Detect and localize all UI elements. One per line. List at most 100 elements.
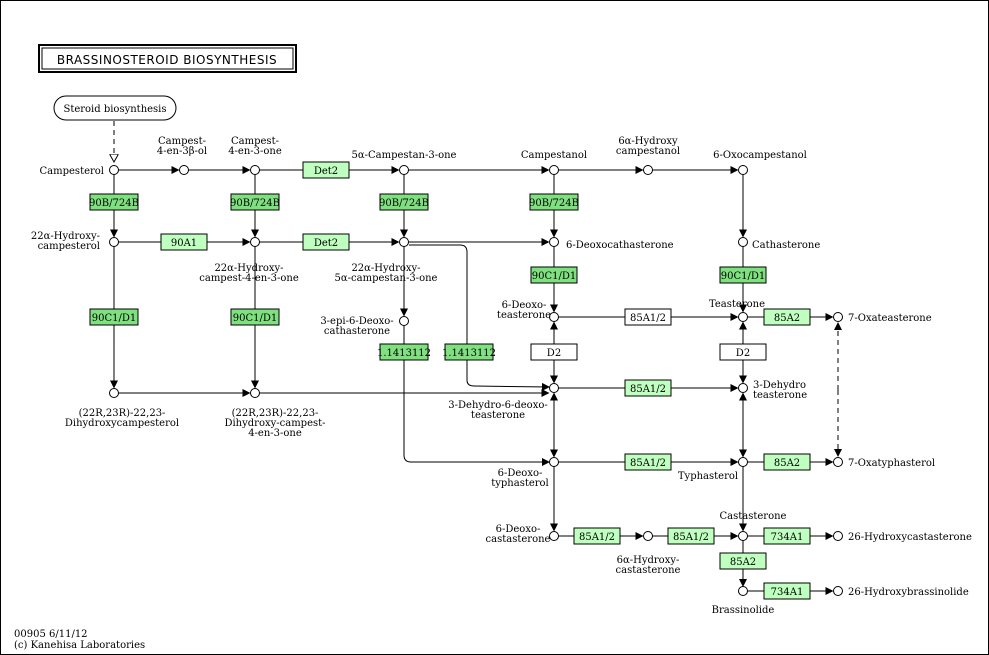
compound-node-campest-4-en-3-one[interactable] [250, 165, 260, 175]
compound-node-22a-hydroxy-5a-campestan-3-one[interactable] [399, 237, 409, 247]
compound-label-line: Cathasterone [752, 240, 820, 251]
compound-node-3-epi-6-deoxocathasterone[interactable] [399, 316, 409, 326]
compound-label-22a-hydroxy-5a-campestan-3-one[interactable]: 22α-Hydroxy-5α-campestan-3-one [335, 263, 438, 284]
compound-node-22r23r-dihydroxy-campest-4-en-3-one[interactable] [250, 388, 260, 398]
enzyme-e21[interactable]: 85A1/2 [573, 527, 621, 545]
compound-label-cathasterone[interactable]: Cathasterone [752, 240, 820, 251]
compound-node-6-oxocampestanol[interactable] [738, 165, 748, 175]
enzyme-e4[interactable]: 90B/724B [379, 193, 429, 211]
compound-node-7-oxatyphasterol[interactable] [833, 457, 843, 467]
compound-node-campest-4-en-3b-ol[interactable] [179, 165, 189, 175]
compound-label-6-deoxocathasterone[interactable]: 6-Deoxocathasterone [566, 240, 674, 251]
compound-node-typhasterol[interactable] [738, 457, 748, 467]
enzyme-e13[interactable]: 1.1413112 [442, 343, 496, 361]
compound-label-22r23r-dihydroxy-campest-4-en-3-one[interactable]: (22R,23R)-22,23-Dihydroxy-campest-4-en-3… [224, 408, 325, 439]
compound-node-6-deoxoteasterone[interactable] [549, 312, 559, 322]
compound-node-5a-campestan-3-one[interactable] [399, 165, 409, 175]
compound-node-7-oxateasterone[interactable] [833, 312, 843, 322]
compound-label-26-hydroxycastasterone[interactable]: 26-Hydroxycastasterone [848, 532, 972, 543]
enzyme-e20[interactable]: 85A2 [763, 453, 811, 471]
enzyme-e14[interactable]: 85A1/2 [624, 308, 672, 326]
compound-node-22a-hydroxycampesterol[interactable] [109, 237, 119, 247]
compound-label-campest-4-en-3-one[interactable]: Campest-4-en-3-one [228, 136, 282, 157]
compound-label-campesterol[interactable]: Campesterol [40, 166, 104, 177]
enzyme-box [624, 308, 672, 326]
compound-label-6-deoxotyphasterol[interactable]: 6-Deoxo-typhasterol [491, 468, 549, 489]
enzyme-e6[interactable]: 90A1 [160, 233, 208, 251]
compound-node-cathasterone[interactable] [738, 237, 748, 247]
enzyme-box [763, 453, 811, 471]
enzyme-e25[interactable]: 734A1 [763, 582, 811, 600]
compound-label-3-dehydro-6-deoxoteasterone[interactable]: 3-Dehydro-6-deoxo-teasterone [448, 400, 547, 421]
enzyme-e9[interactable]: 90C1/D1 [230, 308, 280, 326]
compound-label-line: Typhasterol [678, 471, 738, 482]
compound-label-22a-hydroxy-campest-4-en-3-one[interactable]: 22α-Hydroxy-campest-4-en-3-one [199, 263, 299, 284]
enzyme-e17[interactable]: D2 [719, 343, 767, 361]
compound-node-22a-hydroxy-campest-4-en-3-one[interactable] [250, 237, 260, 247]
enzyme-e10[interactable]: 90C1/D1 [530, 266, 578, 284]
compound-node-6-deoxocastasterone[interactable] [549, 531, 559, 541]
compound-label-line: 6α-Hydroxy [618, 136, 678, 147]
enzyme-e18[interactable]: 85A1/2 [624, 379, 672, 397]
enzyme-e16[interactable]: D2 [530, 343, 578, 361]
compound-node-6-deoxotyphasterol[interactable] [549, 457, 559, 467]
compound-node-3-dehydroteasterone[interactable] [738, 383, 748, 393]
enzyme-e23[interactable]: 734A1 [763, 527, 811, 545]
compound-label-7-oxateasterone[interactable]: 7-Oxateasterone [848, 313, 932, 324]
compound-label-line: castasterone [486, 534, 551, 545]
enzyme-label: 85A1/2 [630, 384, 666, 395]
compound-label-campest-4-en-3b-ol[interactable]: Campest-4-en-3β-ol [157, 136, 207, 157]
enzyme-e12[interactable]: 1.1413112 [377, 343, 431, 361]
compound-label-campestanol[interactable]: Campestanol [521, 150, 587, 161]
compound-label-6-oxocampestanol[interactable]: 6-Oxocampestanol [713, 150, 807, 161]
enzyme-e7[interactable]: Det2 [302, 233, 350, 251]
enzyme-e19[interactable]: 85A1/2 [624, 453, 672, 471]
compound-node-teasterone[interactable] [738, 312, 748, 322]
map-title: BRASSINOSTEROID BIOSYNTHESIS [38, 44, 297, 73]
compound-label-line: (22R,23R)-22,23- [232, 408, 319, 419]
compound-node-brassinolide[interactable] [738, 586, 748, 596]
compound-label-line: Campest- [158, 136, 206, 147]
compound-node-castasterone[interactable] [738, 531, 748, 541]
compound-label-brassinolide[interactable]: Brassinolide [712, 605, 775, 616]
enzyme-label: 90A1 [171, 238, 197, 249]
compound-label-22a-hydroxycampesterol[interactable]: 22α-Hydroxy-campesterol [31, 231, 100, 252]
enzyme-label: 90C1/D1 [721, 271, 766, 282]
compound-label-5a-campestan-3-one[interactable]: 5α-Campestan-3-one [352, 150, 457, 161]
compound-label-7-oxatyphasterol[interactable]: 7-Oxatyphasterol [848, 458, 935, 469]
enzyme-box [573, 527, 621, 545]
enzyme-box [719, 343, 767, 361]
compound-label-6-deoxoteasterone[interactable]: 6-Deoxo-teasterone [497, 300, 551, 321]
enzyme-e3[interactable]: 90B/724B [230, 193, 280, 211]
enzyme-e1[interactable]: Det2 [302, 161, 350, 179]
enzyme-e24[interactable]: 85A2 [719, 552, 767, 570]
compound-label-castasterone[interactable]: Castasterone [720, 511, 787, 522]
steroid-biosynthesis-map-link[interactable]: Steroid biosynthesis [53, 95, 177, 121]
compound-label-6a-hydroxycastasterone[interactable]: 6α-Hydroxy-castasterone [616, 555, 681, 576]
compound-label-26-hydroxybrassinolide[interactable]: 26-Hydroxybrassinolide [848, 587, 969, 598]
enzyme-e2[interactable]: 90B/724B [89, 193, 139, 211]
enzyme-e8[interactable]: 90C1/D1 [89, 308, 139, 326]
compound-node-26-hydroxycastasterone[interactable] [833, 531, 843, 541]
compound-node-campesterol[interactable] [109, 165, 119, 175]
enzyme-e22[interactable]: 85A1/2 [667, 527, 715, 545]
compound-node-6a-hydroxycampestanol[interactable] [643, 165, 653, 175]
compound-label-22r23r-dihydroxycampesterol[interactable]: (22R,23R)-22,23-Dihydroxycampesterol [65, 408, 179, 429]
compound-node-3-dehydro-6-deoxoteasterone[interactable] [549, 383, 559, 393]
compound-node-6-deoxocathasterone[interactable] [549, 237, 559, 247]
enzyme-e15[interactable]: 85A2 [763, 308, 811, 326]
compound-node-campestanol[interactable] [549, 165, 559, 175]
compound-node-26-hydroxybrassinolide[interactable] [833, 586, 843, 596]
compound-node-6a-hydroxycastasterone[interactable] [643, 531, 653, 541]
compound-label-teasterone[interactable]: Teasterone [709, 299, 765, 310]
enzyme-e5[interactable]: 90B/724B [529, 193, 579, 211]
enzyme-e11[interactable]: 90C1/D1 [719, 266, 767, 284]
compound-label-typhasterol[interactable]: Typhasterol [678, 471, 738, 482]
compound-label-6-deoxocastasterone[interactable]: 6-Deoxo-castasterone [486, 524, 551, 545]
compound-node-22r23r-dihydroxycampesterol[interactable] [109, 388, 119, 398]
compound-label-3-epi-6-deoxocathasterone[interactable]: 3-epi-6-Deoxo-cathasterone [320, 316, 393, 337]
compound-nodes [109, 165, 843, 596]
reaction-edges [110, 166, 842, 595]
